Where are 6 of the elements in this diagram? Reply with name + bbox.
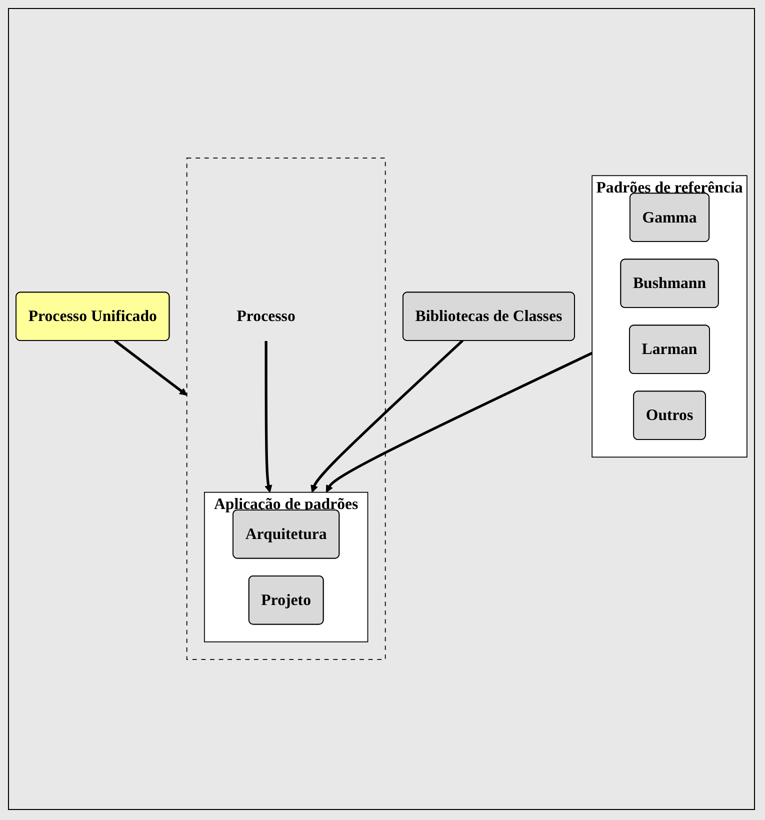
arrow (114, 340, 188, 396)
node-text: Processo (236, 307, 296, 325)
cluster (186, 158, 386, 660)
arrow (264, 340, 272, 493)
arrow (326, 352, 593, 493)
arrow (310, 340, 464, 493)
